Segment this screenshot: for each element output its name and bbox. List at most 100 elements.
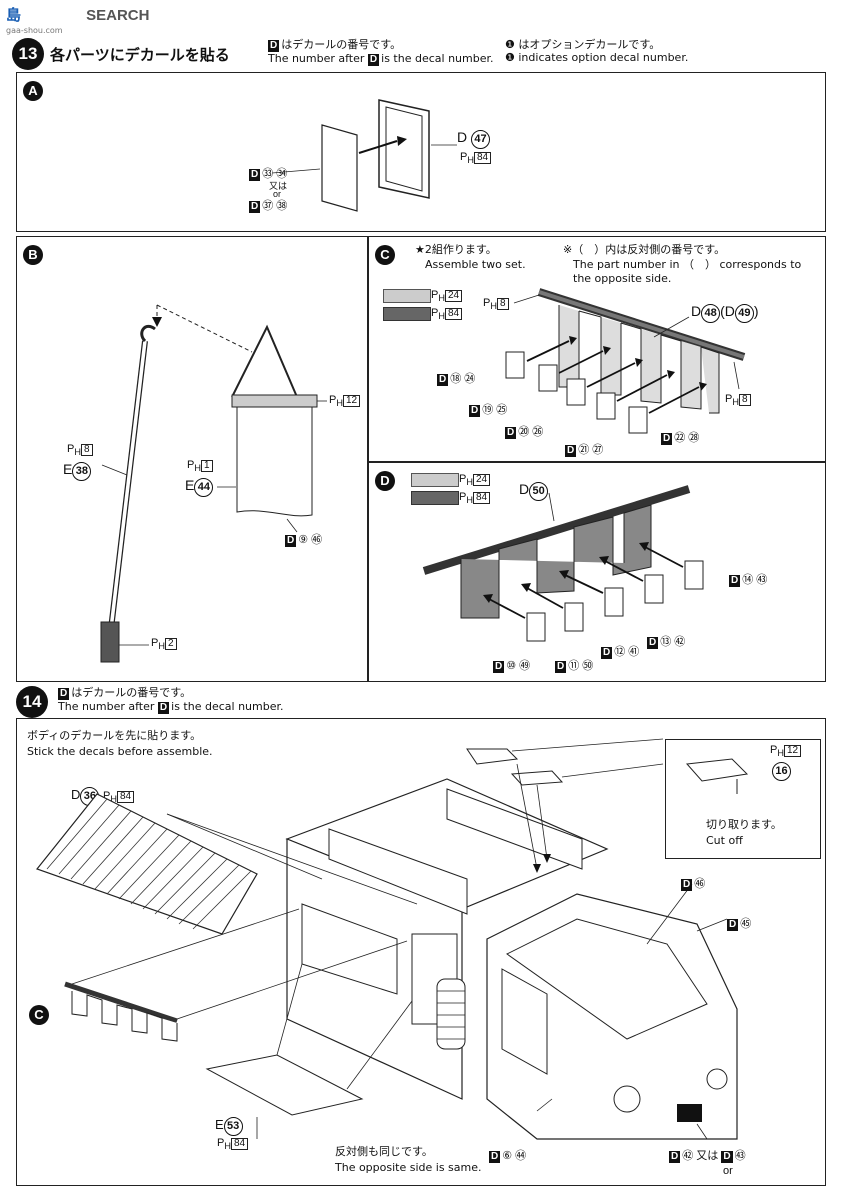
d-marker: D: [58, 688, 70, 700]
decal-6: ⑥: [502, 1150, 513, 1162]
panel-c-letter: C: [375, 245, 395, 265]
decal-num: ⑭: [742, 574, 754, 586]
decal-opt: ㉔: [464, 373, 476, 385]
swatch-light: [383, 289, 431, 303]
body-note-en: Stick the decals before assemble.: [27, 745, 213, 758]
ph-84: 84: [116, 791, 135, 803]
d-label: D: [519, 481, 530, 497]
decal-34-opt: ㉞: [276, 168, 288, 180]
part-16: 16: [772, 762, 791, 781]
ph-12: 12: [783, 745, 802, 757]
d-marker: D: [669, 1151, 681, 1163]
panel-a-letter: A: [23, 81, 43, 101]
d-marker: D: [721, 1151, 733, 1163]
curtain-c-marker: C: [29, 1005, 49, 1025]
decal-num: ㉑: [578, 444, 590, 456]
cut-en: Cut off: [706, 834, 743, 847]
d-marker: D: [469, 405, 481, 417]
panel-14: ボディのデカールを先に貼ります。 Stick the decals before…: [16, 718, 826, 1186]
swatch-light: [411, 473, 459, 487]
step-13-option-note: ❶ はオプションデカールです。 ❶ indicates option decal…: [505, 38, 688, 64]
ph-2: 2: [164, 638, 177, 650]
plate-or-en: or: [723, 1165, 733, 1177]
note-en2: is the decal number.: [171, 700, 284, 713]
decal-note-en: The number after: [268, 52, 365, 65]
decal-45: ㊺: [740, 918, 752, 930]
d-marker: D: [555, 661, 567, 673]
ph-8: 8: [738, 394, 751, 406]
decal-opt: ㉕: [496, 404, 508, 416]
ph-24: 24: [472, 474, 491, 486]
decal-num: ⑫: [614, 646, 626, 658]
decal-43: ㊸: [734, 1150, 746, 1162]
d-marker: D: [681, 879, 693, 891]
option-note-jp: はオプションデカールです。: [518, 38, 661, 51]
d-marker: D: [268, 40, 280, 52]
panel-a-or-jp: 又は: [269, 181, 288, 191]
truck-drawing: [36, 738, 749, 1140]
panel-d-letter: D: [375, 471, 395, 491]
decal-opt: ㊸: [756, 574, 768, 586]
decal-33: ㉝: [262, 168, 274, 180]
same-note-jp: 反対側も同じです。: [335, 1145, 433, 1158]
option-marker: ❶: [505, 51, 515, 64]
part-d-label: D: [457, 129, 468, 145]
decal-num: ⑱: [450, 373, 462, 385]
prefix-e: E: [215, 1117, 224, 1132]
panel-c-paren-en2: the opposite side.: [573, 272, 672, 285]
watermark-logo: 島 SEARCH: [6, 4, 149, 25]
decal-num: ⑪: [568, 660, 580, 672]
step-13-number: 13: [12, 38, 44, 70]
decal-num: ⑳: [518, 426, 530, 438]
d-marker: D: [249, 169, 261, 181]
decal-58-opt: ㊳: [276, 200, 288, 212]
panel-c-paren-en1: The part number in （ ） corresponds to: [573, 258, 802, 271]
d-marker: D: [727, 919, 739, 931]
decal-num: ⑲: [482, 404, 494, 416]
decal-57: ㊲: [262, 200, 274, 212]
d-marker: D: [285, 535, 297, 547]
option-note-en: indicates option decal number.: [518, 51, 689, 64]
panel-c: C ★2組作ります。 Assemble two set. ※（ ）内は反対側の番…: [368, 236, 826, 462]
decal-opt: ㊿: [582, 660, 594, 672]
panel-c-assemble-en: Assemble two set.: [425, 258, 526, 271]
d-marker: D: [493, 661, 505, 673]
body-note-jp: ボディのデカールを先に貼ります。: [27, 729, 202, 742]
d-marker: D: [565, 445, 577, 457]
part-48: 48: [701, 304, 721, 323]
decal-opt: ㊷: [674, 636, 686, 648]
decal-42: ㊷: [682, 1150, 694, 1162]
decal-note-en2: is the decal number.: [381, 52, 494, 65]
decal-num: ㉒: [674, 432, 686, 444]
d-marker: D: [489, 1151, 501, 1163]
decal-46: ㊻: [694, 878, 706, 890]
ph-1: 1: [200, 460, 213, 472]
panel-a-or-en: or: [273, 189, 282, 199]
part-49: 49: [734, 304, 754, 323]
d-marker: D: [661, 433, 673, 445]
d-marker: D: [157, 702, 170, 714]
